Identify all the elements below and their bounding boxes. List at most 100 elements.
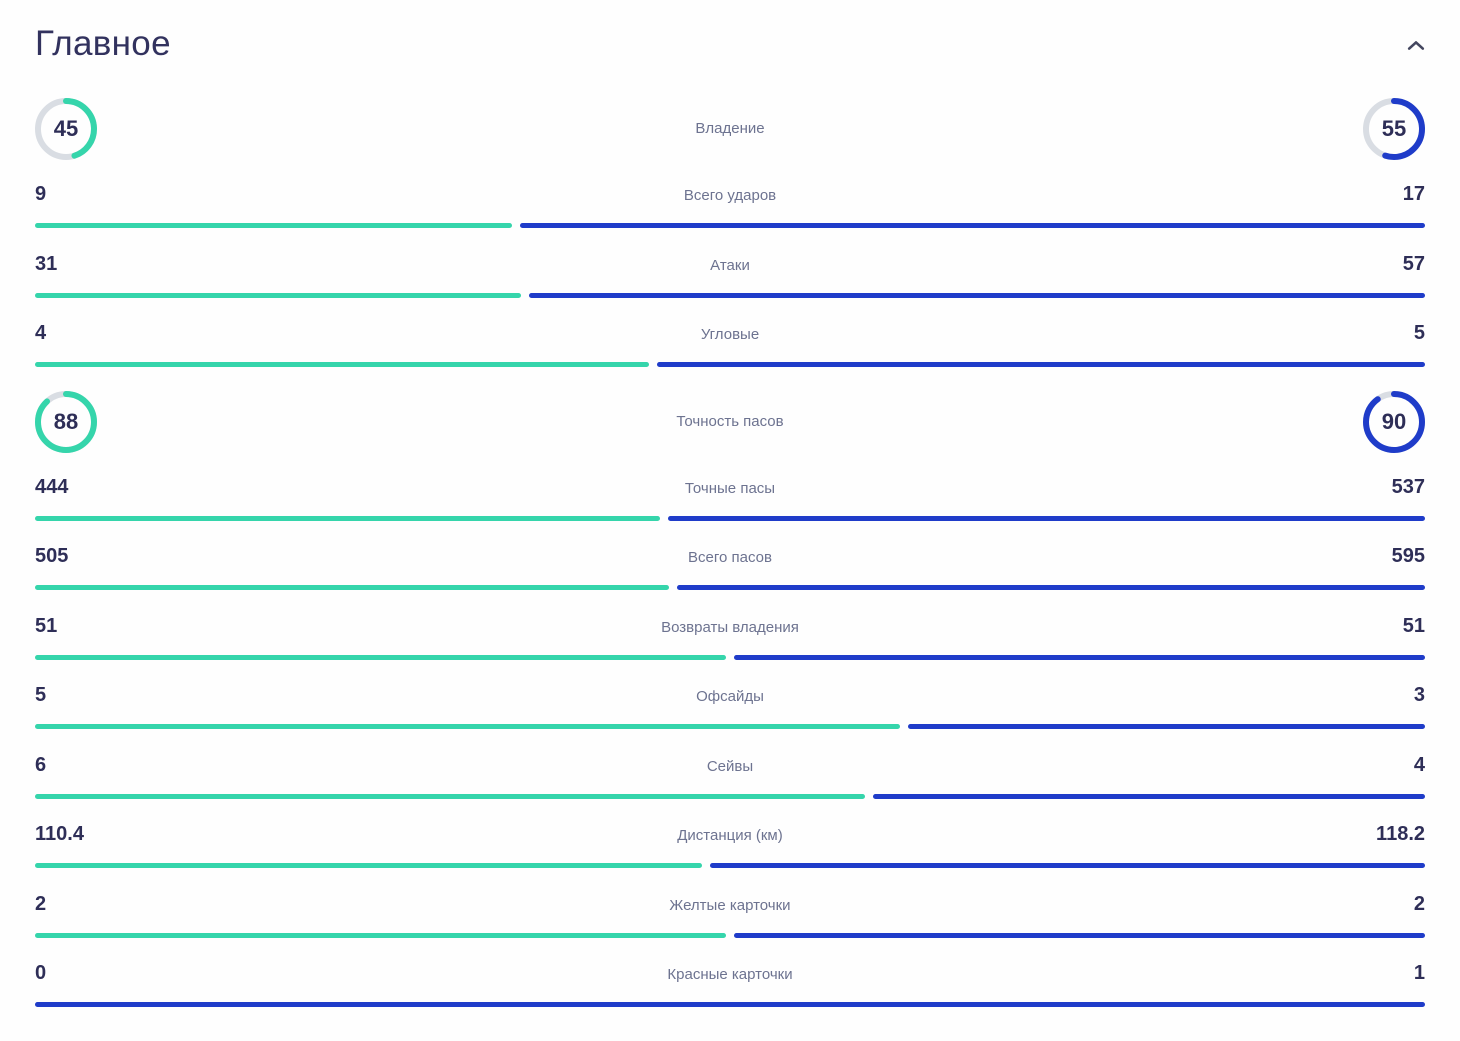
section-title: Главное [35, 24, 171, 63]
home-bar [35, 585, 670, 590]
stat-row: 51 Возвраты владения 51 [35, 606, 1425, 676]
home-bar [35, 515, 661, 521]
away-bar [656, 362, 1425, 367]
stat-bar-track [35, 362, 1425, 367]
stat-row: 9 Всего ударов 17 [35, 174, 1425, 244]
stat-bar-track [35, 654, 1425, 660]
stat-values-line: 5 Офсайды 3 [35, 684, 1425, 707]
stat-row: 6 Сейвы 4 [35, 745, 1425, 815]
stat-label: Сейвы [706, 757, 754, 775]
home-value: 110.4 [35, 823, 84, 845]
stat-values-line: 51 Возвраты владения 51 [35, 615, 1425, 638]
stat-row: 88 Точность пасов 90 [35, 383, 1425, 467]
stat-bar-track [35, 292, 1425, 298]
home-progress-ring-icon [35, 98, 97, 160]
collapse-button[interactable] [1401, 34, 1431, 57]
home-value: 6 [35, 753, 47, 776]
stat-values-line: 505 Всего пасов 595 [35, 545, 1425, 568]
away-bar [35, 1002, 1425, 1007]
away-bar [520, 223, 1425, 228]
away-value: 595 [1391, 545, 1425, 567]
stat-row: 45 Владение 55 [35, 90, 1425, 174]
stat-row: 4 Угловые 5 [35, 313, 1425, 383]
away-bar [710, 863, 1425, 868]
stat-label: Точность пасов [676, 412, 784, 430]
stat-label: Угловые [700, 326, 760, 343]
home-value: 4 [35, 322, 47, 344]
stat-row: 31 Атаки 57 [35, 244, 1425, 314]
home-bar [35, 793, 865, 799]
away-ring: 55 [1363, 98, 1425, 160]
away-bar [873, 793, 1425, 799]
home-value: 88 [53, 408, 79, 434]
away-value: 1 [1413, 962, 1425, 984]
away-value: 2 [1413, 892, 1425, 915]
away-value: 57 [1402, 252, 1425, 275]
stat-label: Офсайды [696, 688, 764, 705]
chevron-up-icon [1407, 41, 1425, 50]
stat-row: 110.4 Дистанция (км) 118.2 [35, 814, 1425, 884]
away-bar [734, 932, 1425, 938]
stat-values-line: 110.4 Дистанция (км) 118.2 [35, 823, 1425, 846]
away-value: 17 [1402, 183, 1425, 205]
stat-label: Красные карточки [667, 966, 793, 983]
away-value: 3 [1413, 684, 1425, 706]
stat-label: Точные пасы [684, 479, 776, 497]
home-value: 9 [35, 183, 47, 205]
home-bar [35, 292, 521, 298]
stat-label: Владение [695, 120, 765, 137]
stat-row: 444 Точные пасы 537 [35, 467, 1425, 537]
home-value: 5 [35, 684, 47, 706]
away-bar [734, 654, 1425, 660]
home-value: 2 [35, 892, 47, 915]
stat-label: Дистанция (км) [677, 827, 783, 844]
stat-label: Всего ударов [683, 187, 777, 204]
home-bar [35, 724, 900, 729]
away-bar [907, 724, 1425, 729]
home-value: 444 [35, 475, 69, 498]
stat-values-line: 2 Желтые карточки 2 [35, 893, 1425, 916]
stat-values-line: 4 Угловые 5 [35, 322, 1425, 345]
away-bar [528, 292, 1425, 298]
stat-bar-track [35, 863, 1425, 868]
stats-rows: 45 Владение 55 9 Всего ударов 17 31 Атак… [35, 90, 1425, 1023]
home-value: 51 [35, 614, 58, 637]
stat-label: Всего пасов [688, 549, 772, 566]
away-progress-ring-icon [1363, 390, 1425, 453]
stat-label: Желтые карточки [669, 896, 791, 914]
stat-values-line: 9 Всего ударов 17 [35, 183, 1425, 206]
stat-row: 5 Офсайды 3 [35, 675, 1425, 745]
home-bar [35, 654, 726, 660]
stat-bar-track [35, 515, 1425, 521]
away-bar [677, 585, 1425, 590]
home-ring: 45 [35, 98, 97, 160]
away-bar [668, 515, 1425, 521]
home-value: 31 [35, 252, 58, 275]
home-value: 0 [35, 962, 47, 984]
stat-values-line: 444 Точные пасы 537 [35, 476, 1425, 499]
away-value: 55 [1381, 116, 1407, 141]
stat-bar-track [35, 223, 1425, 228]
stat-bar-track [35, 793, 1425, 799]
stat-row: 0 Красные карточки 1 [35, 953, 1425, 1023]
home-ring: 88 [35, 390, 97, 453]
stat-values-line: 31 Атаки 57 [35, 253, 1425, 276]
away-progress-ring-icon [1363, 98, 1425, 160]
away-value: 4 [1413, 753, 1425, 776]
stat-row: 505 Всего пасов 595 [35, 536, 1425, 606]
away-ring: 90 [1363, 390, 1425, 453]
home-bar [35, 362, 649, 367]
home-value: 45 [53, 116, 79, 141]
stat-bar-track [35, 724, 1425, 729]
home-progress-ring-icon [35, 390, 97, 453]
away-value: 51 [1402, 614, 1425, 637]
stat-label: Возвраты владения [661, 618, 799, 636]
away-value: 118.2 [1376, 823, 1425, 845]
away-value: 5 [1413, 322, 1425, 344]
away-value: 90 [1381, 408, 1407, 434]
panel-header: Главное [35, 0, 1425, 90]
away-value: 537 [1391, 475, 1425, 498]
stat-label: Атаки [710, 256, 750, 274]
stat-row: 2 Желтые карточки 2 [35, 884, 1425, 954]
